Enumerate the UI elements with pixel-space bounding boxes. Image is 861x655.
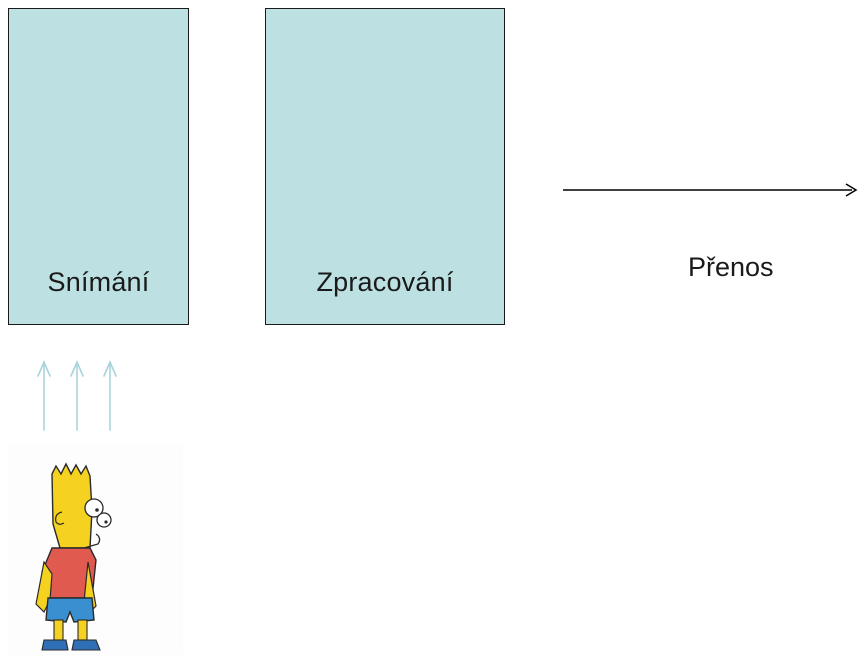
block-zpracovani: Zpracování <box>265 8 505 325</box>
transfer-arrow-head <box>845 183 858 197</box>
block-zpracovani-label: Zpracování <box>316 267 454 297</box>
block-snimani-label: Snímání <box>47 267 150 297</box>
signal-arrow-up-icon <box>103 359 117 431</box>
block-snimani: Snímání <box>8 8 189 325</box>
signal-arrow-up-icon <box>70 359 84 431</box>
signal-arrow-up-icon <box>37 359 51 431</box>
transfer-label: Přenos <box>688 252 774 282</box>
